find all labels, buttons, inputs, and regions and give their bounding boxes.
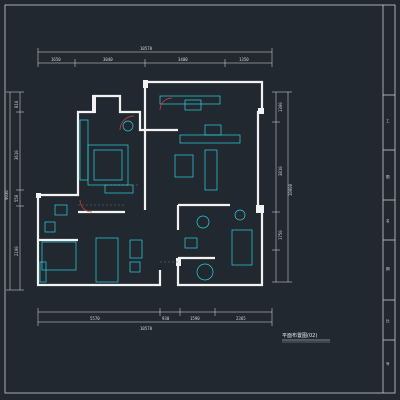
tb-label: 比 (386, 318, 390, 323)
tb-label: 工 (386, 119, 390, 123)
tb-label: 期 (386, 266, 390, 271)
second-bedroom-chair (44, 221, 56, 233)
drawing-title-group: 平面布置图(02) (282, 332, 330, 343)
dim-bottom-segment: 1590 (190, 316, 200, 321)
coffee-table (174, 154, 194, 178)
study-armchair (204, 124, 222, 136)
study-desk (159, 95, 221, 105)
wardrobe (104, 184, 134, 194)
dim-left-segment: 810 (14, 100, 19, 108)
bathroom-fixture (231, 229, 253, 266)
walls (36, 80, 264, 287)
dining-chair (129, 261, 141, 273)
door-swings (79, 97, 173, 213)
tb-label: 图 (386, 175, 390, 179)
wall-columns (36, 80, 264, 266)
round-table (196, 215, 210, 229)
dim-bottom-overall: 10570 (140, 326, 153, 331)
dimension-labels: 10570 1650 3040 3400 1350 10570 5570 930… (4, 46, 293, 331)
washbasin (234, 209, 246, 221)
dim-right-segment: 1750 (278, 230, 283, 240)
dim-right-segment: 1300 (278, 102, 283, 112)
dim-bottom-segment: 930 (162, 316, 170, 321)
bedroom-chair (122, 120, 134, 132)
tv-cabinet (179, 134, 241, 144)
bed-cover (93, 149, 123, 181)
sofa (204, 149, 218, 191)
dimension-lines (6, 48, 292, 326)
laundry (184, 237, 198, 249)
dim-right-segment: 3810 (278, 166, 283, 176)
dim-left-segment: 2100 (14, 246, 19, 256)
dim-top-segment: 1350 (239, 57, 249, 62)
round-dining-set (196, 263, 214, 281)
dim-left-segment: 3610 (14, 150, 19, 160)
dim-left-segment: 550 (14, 194, 19, 202)
dim-top-overall: 10570 (140, 46, 153, 51)
second-bedroom-desk (54, 204, 68, 216)
bedroom-cabinet (79, 119, 89, 181)
second-bed (41, 241, 77, 271)
dining-chair (129, 239, 143, 259)
dining-cabinet (95, 237, 119, 283)
tb-label: 名 (386, 218, 390, 223)
tb-label: 号 (386, 361, 390, 366)
dim-top-segment: 3400 (178, 57, 188, 62)
dim-bottom-segment: 2365 (236, 316, 246, 321)
dim-top-segment: 1650 (51, 57, 61, 62)
dim-right-overall: 10000 (288, 183, 293, 196)
dim-top-segment: 3040 (103, 57, 113, 62)
title-block: 工 图 名 期 比 号 (386, 119, 390, 366)
drawing-title: 平面布置图(02) (282, 332, 317, 339)
second-bedroom-cabinet (39, 261, 47, 283)
study-chair (184, 99, 202, 111)
floor-hatch (78, 184, 178, 263)
dim-left-overall: 9030 (4, 190, 9, 200)
drawing-frame (4, 4, 396, 394)
dim-bottom-segment: 5570 (90, 316, 100, 321)
